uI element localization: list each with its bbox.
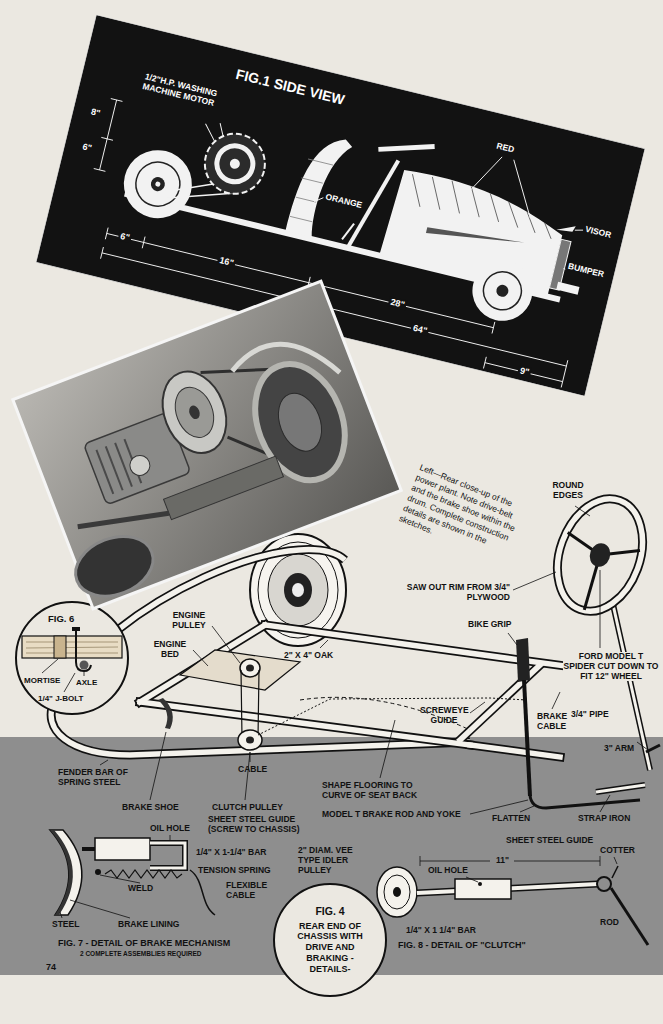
part-label: 1/4" X 1 1/4" BAR [406,926,476,936]
part-label: OIL HOLE [150,824,190,834]
inset-circle: FIG. 6 MORTISE AXLE 1/4" J-BOLT [14,600,130,716]
part-label: 2" DIAM. VEE TYPE IDLER PULLEY [298,846,374,875]
part-label: ENGINE PULLEY [166,611,212,631]
figure-note: 2 COMPLETE ASSEMBLIES REQUIRED [80,950,201,957]
part-label: MORTISE [24,676,60,685]
part-label: BRAKE LINING [118,920,179,930]
part-label: ROD [600,918,619,928]
part-label: STRAP IRON [578,814,630,824]
circle-outline [274,884,386,996]
figure-caption: REAR END OF CHASSIS WITH DRIVE AND BRAKI… [292,921,368,975]
part-label: FENDER BAR OF SPRING STEEL [58,768,138,788]
part-label: 1/4" X 1-1/4" BAR [196,848,266,858]
title-circle: FIG. 4 REAR END OF CHASSIS WITH DRIVE AND… [272,882,388,998]
dimension: 6" [81,141,92,153]
page-number: 74 [46,962,56,972]
part-label: FLATTEN [492,814,530,824]
part-label: STEEL [52,920,79,930]
part-label: WELD [128,884,153,894]
part-label: 2" X 4" OAK [284,651,333,661]
part-label: CLUTCH PULLEY [212,803,283,813]
part-label: 1/4" J-BOLT [38,694,83,703]
part-label: ROUND EDGES [544,481,592,501]
part-label: SHEET STEEL GUIDE (SCREW TO CHASSIS) [208,815,308,835]
dimension: 8" [89,106,100,118]
part-label: FORD MODEL T SPIDER CUT DOWN TO FIT 12" … [563,652,659,681]
photo-caption: Left—Rear close-up of the power plant. N… [397,462,533,568]
part-label: BIKE GRIP [468,620,511,630]
figure-title: FIG. 4 [292,905,368,918]
part-label: SHAPE FLOORING TO CURVE OF SEAT BACK [322,781,432,801]
dimension: 9" [516,364,531,377]
part-label: AXLE [76,678,97,687]
dimension: 11" [496,856,509,866]
figure-caption: FIG. 8 - DETAIL OF "CLUTCH" [398,940,526,950]
dimension: 6" [117,230,132,243]
part-label: ENGINE BED [150,640,190,660]
circle-outline [16,602,128,714]
figure-caption: FIG. 7 - DETAIL OF BRAKE MECHANISM [58,938,230,948]
part-label: BRAKE CABLE [537,712,571,732]
text-stack: FIG. 4 REAR END OF CHASSIS WITH DRIVE AND… [292,905,368,975]
part-label: COTTER [600,846,635,856]
part-label: 3/4" PIPE [571,710,609,720]
part-label: SHEET STEEL GUIDE [506,836,593,846]
part-label: SAW OUT RIM FROM 3/4" PLYWOOD [385,583,510,603]
part-label: SCREWEYE GUIDE [420,706,468,726]
part-label: CABLE [238,765,267,775]
part-label: OIL HOLE [428,866,468,876]
figure-panel: FIG.1 SIDE VIEW1/2"H.P. WASHING MACHINE … [35,14,644,396]
part-label: TENSION SPRING [198,866,271,876]
part-label: MODEL T BRAKE ROD AND YOKE [322,810,461,820]
part-label: BRAKE SHOE [122,803,179,813]
part-label: FLEXIBLE CABLE [226,881,278,901]
figure-title: FIG. 6 [48,614,74,625]
part-label: 3" ARM [604,744,634,754]
